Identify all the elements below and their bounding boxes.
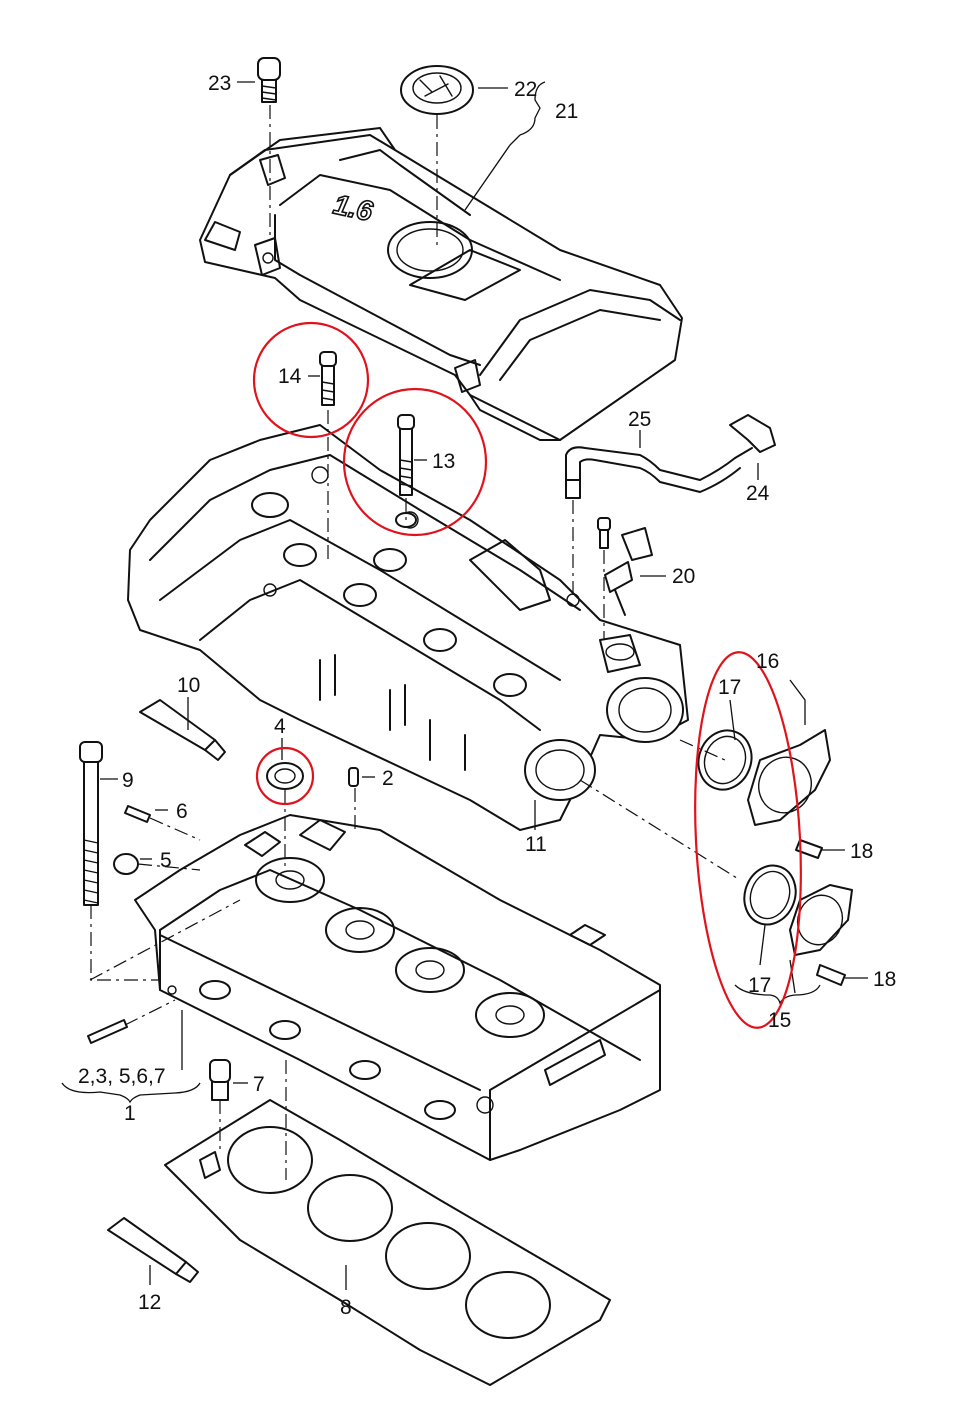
label-5: 5 [160, 849, 172, 872]
dowel-pin [348, 767, 359, 787]
label-2: 2 [382, 767, 394, 790]
oil-filler-cap [400, 65, 474, 115]
flange-gasket-lower [743, 864, 797, 926]
label-21: 21 [555, 100, 578, 123]
label-4: 4 [274, 715, 286, 738]
label-9: 9 [122, 769, 134, 792]
highlight-seal-4 [255, 746, 315, 806]
stud [87, 1019, 128, 1044]
head-bolt [79, 741, 103, 906]
camshaft-housing [127, 424, 689, 831]
cover-flange-lower [789, 884, 853, 956]
leader-lines [61, 81, 868, 1290]
cylinder-head [134, 814, 661, 1161]
pin-6 [124, 805, 151, 823]
label-18-lower: 18 [873, 968, 896, 991]
breather-hose [565, 446, 741, 499]
label-16: 16 [756, 650, 779, 673]
label-11: 11 [525, 833, 547, 856]
label-6: 6 [176, 800, 188, 823]
sealant-tube-10 [139, 699, 226, 761]
head-gasket [164, 1099, 611, 1386]
sleeve-7 [209, 1059, 231, 1101]
label-14: 14 [278, 365, 302, 388]
label-12: 12 [138, 1291, 161, 1314]
flange-bolt-lower [816, 964, 846, 986]
part-labels: 23 22 21 14 13 25 24 20 10 4 2 9 6 5 11 … [78, 72, 896, 1319]
sensor [597, 517, 653, 616]
label-13: 13 [432, 450, 455, 473]
label-20: 20 [672, 565, 695, 588]
hose-connector [729, 414, 776, 459]
label-22: 22 [514, 78, 537, 101]
label-24: 24 [746, 482, 770, 505]
label-15: 15 [768, 1009, 791, 1032]
cover-bolt [257, 57, 281, 103]
engine-cover: 1.6 [199, 127, 683, 441]
label-10: 10 [177, 674, 200, 697]
label-2-3-5-6-7: 2,3, 5,6,7 [78, 1065, 166, 1088]
label-1: 1 [124, 1102, 136, 1125]
label-25: 25 [628, 408, 651, 431]
highlight-flange-group [694, 651, 802, 1029]
highlight-bolt-14 [252, 321, 370, 439]
label-17-lower: 17 [748, 974, 771, 997]
highlight-bolt-13 [342, 387, 488, 537]
plug-5 [113, 853, 139, 875]
label-8: 8 [340, 1296, 352, 1319]
sealant-tube-12 [107, 1217, 199, 1283]
label-23: 23 [208, 72, 231, 95]
bolt-13 [395, 414, 417, 528]
highlight-marks [252, 321, 802, 1029]
label-17-upper: 17 [718, 676, 741, 699]
flange-gasket-upper [697, 729, 753, 791]
cover-flange-upper [747, 729, 831, 826]
label-18-upper: 18 [850, 840, 873, 863]
label-7: 7 [253, 1073, 265, 1096]
flange-bolt-upper [795, 839, 823, 859]
bolt-14 [319, 351, 337, 406]
seal-ring [266, 762, 304, 790]
assembly-center-lines [89, 105, 741, 1180]
